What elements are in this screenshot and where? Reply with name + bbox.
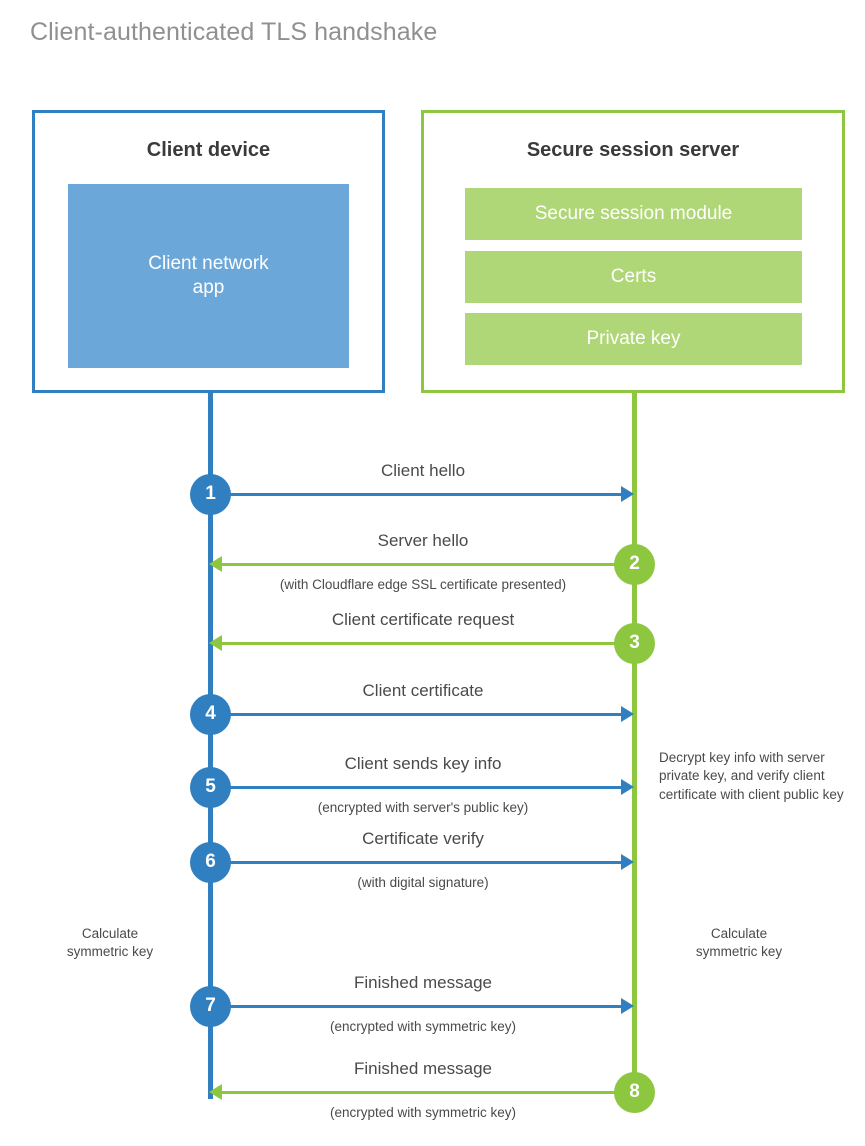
message-label-7: Finished message: [354, 973, 492, 992]
message-arrow-line-5: [211, 786, 625, 789]
step-number-badge-3[interactable]: 3: [614, 622, 655, 664]
step-number-badge-7[interactable]: 7: [190, 985, 231, 1027]
message-label-8: Finished message: [354, 1059, 492, 1078]
message-sublabel-7: (encrypted with symmetric key): [329, 1019, 517, 1034]
arrowhead-icon-8: [209, 1084, 222, 1100]
page-title: Client-authenticated TLS handshake: [30, 18, 438, 46]
secure-session-server-box: Secure session server Secure session mod…: [421, 110, 845, 393]
message-label-1: Client hello: [380, 461, 466, 480]
message-sublabel-8: (encrypted with symmetric key): [329, 1105, 517, 1120]
arrowhead-icon-5: [621, 779, 634, 795]
message-arrow-line-4: [211, 713, 625, 716]
arrowhead-icon-4: [621, 706, 634, 722]
arrowhead-icon-3: [209, 635, 222, 651]
step-number-badge-8[interactable]: 8: [614, 1071, 655, 1113]
message-sublabel-6: (with digital signature): [357, 875, 489, 890]
step-number-badge-2[interactable]: 2: [614, 543, 655, 585]
server-lifeline: [632, 393, 637, 1093]
message-arrow-line-6: [211, 861, 625, 864]
client-calculate-symmetric-key-annotation: Calculate symmetric key: [66, 926, 154, 960]
arrowhead-icon-7: [621, 998, 634, 1014]
message-label-6: Certificate verify: [362, 829, 484, 848]
arrowhead-icon-2: [209, 556, 222, 572]
step-number-badge-5[interactable]: 5: [190, 766, 231, 808]
secure-session-server-title: Secure session server: [526, 139, 740, 161]
client-device-box: Client device Client network app: [32, 110, 385, 393]
client-network-app-block: Client network app: [68, 184, 349, 368]
server-decrypt-annotation: Decrypt key info with server private key…: [659, 750, 844, 802]
message-arrow-line-1: [211, 493, 625, 496]
message-arrow-line-8: [218, 1091, 632, 1094]
certs-block: Certs: [465, 251, 802, 303]
arrowhead-icon-1: [621, 486, 634, 502]
server-calculate-symmetric-key-annotation: Calculate symmetric key: [695, 926, 783, 960]
secure-session-module-block: Secure session module: [465, 188, 802, 240]
message-arrow-line-2: [218, 563, 632, 566]
message-sublabel-5: (encrypted with server's public key): [317, 800, 529, 815]
client-device-title: Client device: [146, 139, 271, 161]
client-lifeline: [208, 393, 213, 1099]
step-number-badge-1[interactable]: 1: [190, 473, 231, 515]
message-label-3: Client certificate request: [331, 610, 515, 629]
message-arrow-line-3: [218, 642, 632, 645]
step-number-badge-6[interactable]: 6: [190, 841, 231, 883]
message-label-5: Client sends key info: [344, 754, 502, 773]
private-key-block: Private key: [465, 313, 802, 365]
message-label-4: Client certificate: [362, 681, 484, 700]
message-arrow-line-7: [211, 1005, 625, 1008]
arrowhead-icon-6: [621, 854, 634, 870]
step-number-badge-4[interactable]: 4: [190, 693, 231, 735]
message-sublabel-2: (with Cloudflare edge SSL certificate pr…: [279, 577, 567, 592]
message-label-2: Server hello: [377, 531, 469, 550]
